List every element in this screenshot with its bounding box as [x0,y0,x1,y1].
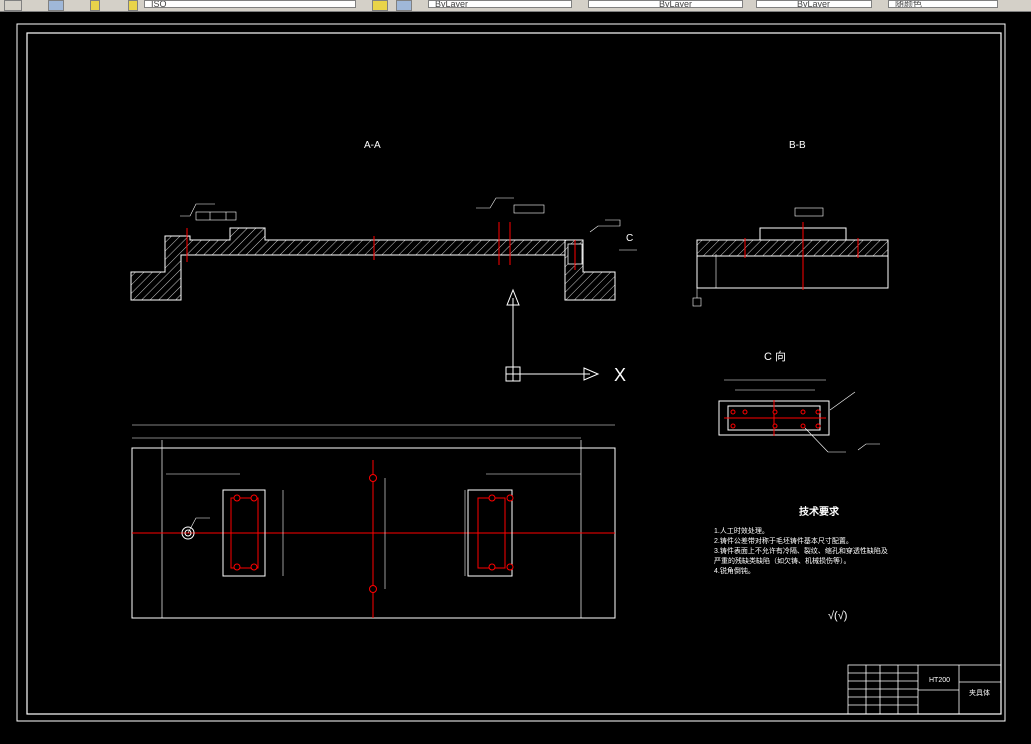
title-block [847,664,1002,715]
title-block-material: HT200 [929,677,950,684]
view-c [718,379,880,453]
plan-view [131,424,616,619]
color-combo[interactable]: ByLayer [428,0,580,8]
lightbulb-icon[interactable] [90,0,100,11]
lineweight-combo[interactable]: ByLayer [756,0,880,8]
section-aa-view: C [130,197,637,301]
title-block-part-name: 夹具体 [969,688,990,697]
linetype-combo-dropdown[interactable] [742,0,752,8]
view-c-title: C 向 [764,349,786,363]
tech-note-3: 3.铸件表面上不允许有冷隔、裂纹、缩孔和穿透性缺陷及 [714,546,888,555]
section-bb-title: B-B [789,140,806,151]
roughness-symbol: √(√) [828,610,847,622]
section-aa-title: A-A [364,140,381,151]
cad-toolbar: ISO ByLayer ByLayer ByLayer 随颜色 [0,0,1031,12]
layer-combo[interactable]: ISO [144,0,364,8]
layer-state-icon[interactable] [48,0,64,11]
layer-manager-button[interactable] [4,0,22,11]
section-bb-view [692,207,889,307]
drawing-frame [16,23,1006,722]
plotstyle-combo-dropdown[interactable] [997,0,1007,8]
layer-combo-dropdown[interactable] [355,0,365,8]
make-current-layer-icon[interactable] [372,0,388,11]
color-combo-dropdown[interactable] [571,0,581,8]
tech-note-5: 4.锐角倒钝。 [714,566,755,575]
sun-icon[interactable] [128,0,138,11]
drawing-canvas[interactable]: A-A B-B C X [0,12,1031,739]
tech-note-4: 严重的残缺类缺陷（如欠铸、机械损伤等）。 [714,556,851,565]
lineweight-combo-dropdown[interactable] [871,0,881,8]
view-c-arrow-label: C [626,233,633,244]
tech-note-1: 1.人工时效处理。 [714,526,769,535]
linetype-combo[interactable]: ByLayer [588,0,751,8]
plotstyle-combo[interactable]: 随颜色 [888,0,1006,8]
layer-previous-icon[interactable] [396,0,412,11]
ucs-icon [505,288,600,382]
ucs-x-label: X [614,365,626,385]
tech-note-2: 2.铸件公差带对称于毛坯铸件基本尺寸配置。 [714,536,853,545]
tech-requirements-title: 技术要求 [799,505,840,518]
